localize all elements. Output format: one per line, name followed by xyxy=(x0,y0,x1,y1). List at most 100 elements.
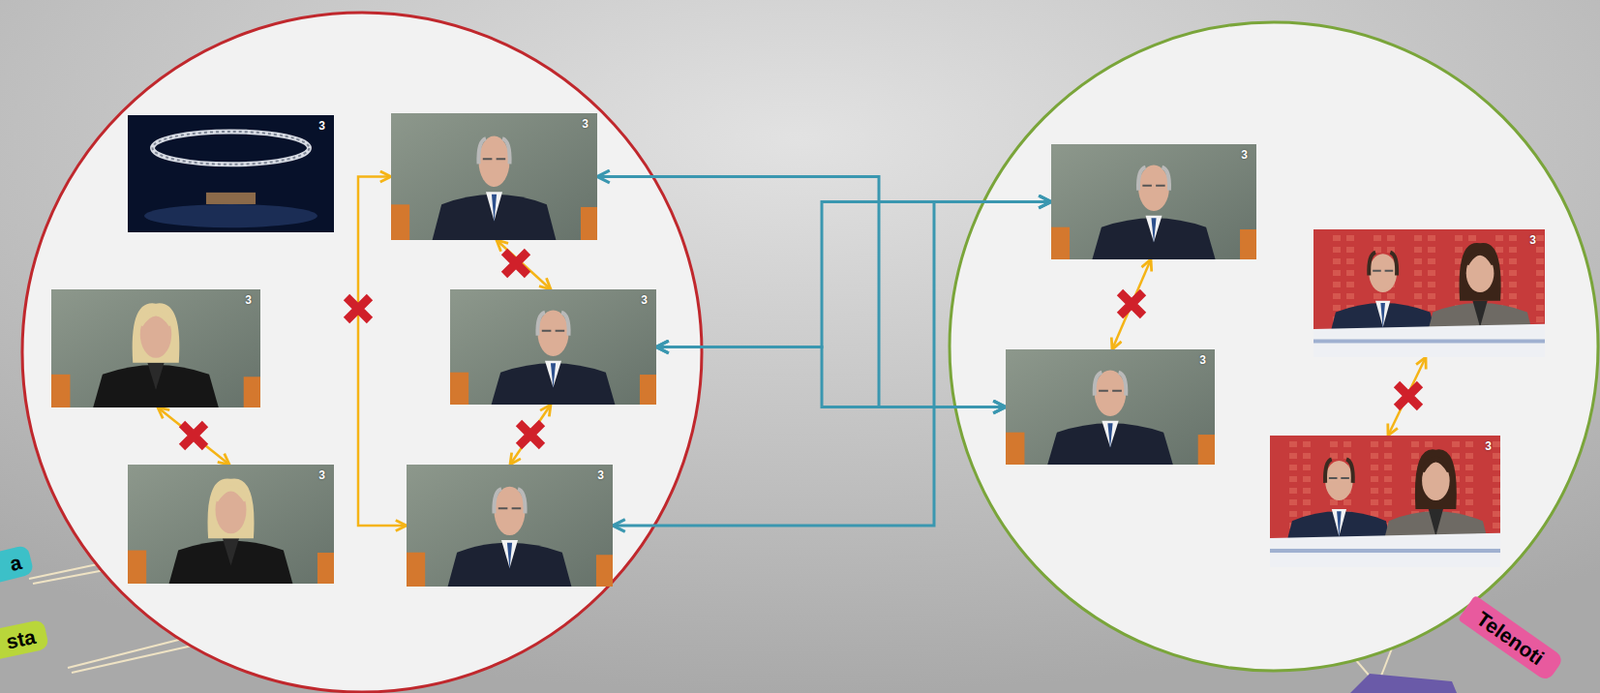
pattern-cell xyxy=(1536,281,1544,288)
frame-picture xyxy=(450,289,657,405)
chair xyxy=(1239,229,1257,260)
tie xyxy=(1150,217,1156,243)
pattern-cell xyxy=(1332,258,1341,265)
tag-label: Telenoti xyxy=(1457,595,1565,683)
pattern-cell xyxy=(1424,441,1433,448)
pattern-cell xyxy=(1302,452,1311,459)
pattern-cell xyxy=(1384,487,1392,494)
tie xyxy=(1380,302,1386,329)
picture xyxy=(1051,144,1257,260)
fringe xyxy=(140,312,172,325)
pattern-cell xyxy=(1465,487,1474,494)
pattern-cell xyxy=(1465,499,1474,506)
suit xyxy=(1091,217,1215,260)
glasses xyxy=(1142,184,1165,187)
pattern-cell xyxy=(1509,293,1517,300)
pattern-cell xyxy=(1536,293,1544,300)
face xyxy=(215,485,247,534)
scene-group-circle: Telenoti3333 xyxy=(947,20,1600,673)
pattern-cell xyxy=(1384,476,1392,483)
hair xyxy=(1118,372,1127,396)
video-frame: 3 xyxy=(450,289,657,405)
suit xyxy=(491,362,616,405)
shirt xyxy=(1472,301,1487,328)
purple-tag xyxy=(1350,673,1457,693)
pattern-cell xyxy=(1492,464,1501,471)
pattern-cell xyxy=(1427,270,1436,276)
frame-picture xyxy=(51,289,261,408)
pattern-cell xyxy=(1509,281,1517,288)
face xyxy=(140,310,172,359)
pattern-cell xyxy=(1302,476,1311,483)
pattern-cell xyxy=(1454,246,1463,253)
hair xyxy=(1138,167,1147,191)
pattern-cell xyxy=(1492,476,1501,483)
frame-picture xyxy=(1269,435,1501,568)
video-frame: 3 xyxy=(1005,349,1215,465)
picture xyxy=(1313,229,1545,358)
hair xyxy=(1368,252,1376,276)
pattern-cell xyxy=(1427,281,1436,288)
frame-picture xyxy=(127,115,334,233)
pattern-cell xyxy=(1329,499,1338,506)
video-frame: 3 xyxy=(127,115,334,233)
hair xyxy=(537,312,545,336)
hair xyxy=(1325,458,1332,483)
pattern-cell xyxy=(1465,452,1474,459)
frame-ground xyxy=(450,289,657,405)
channel-logo: 3 xyxy=(1199,354,1207,366)
pattern-cell xyxy=(1384,441,1392,448)
pattern-cell xyxy=(1346,270,1355,276)
picture xyxy=(1269,435,1501,568)
light-ring xyxy=(152,131,310,165)
pattern-cell xyxy=(1346,258,1355,265)
tie xyxy=(1336,511,1342,538)
pattern-cell xyxy=(1536,246,1544,253)
hair xyxy=(1346,458,1354,483)
channel-logo: 3 xyxy=(1484,440,1492,453)
suit xyxy=(448,543,573,587)
chair xyxy=(450,372,469,405)
pattern-cell xyxy=(1492,522,1501,529)
picture xyxy=(1005,349,1215,465)
frame-picture xyxy=(1051,144,1257,260)
pattern-cell xyxy=(1370,487,1379,494)
frame-picture xyxy=(391,113,598,241)
pattern-cell xyxy=(1536,270,1544,276)
hair xyxy=(561,312,570,336)
fringe xyxy=(1466,252,1495,265)
hair xyxy=(502,138,511,164)
pattern-cell xyxy=(1454,235,1463,242)
glasses xyxy=(498,507,521,510)
shirt xyxy=(1428,509,1444,537)
face xyxy=(1368,253,1397,293)
pattern-cell xyxy=(1332,246,1341,253)
pattern-cell xyxy=(1370,476,1379,483)
face xyxy=(1325,460,1354,501)
hair xyxy=(478,138,486,164)
picture xyxy=(51,289,261,408)
hair xyxy=(1459,242,1502,302)
pattern-cell xyxy=(1370,452,1379,459)
frame-ground xyxy=(51,289,261,408)
circle-shape xyxy=(22,12,702,693)
hair xyxy=(1415,449,1457,510)
chair xyxy=(317,552,334,584)
hair xyxy=(493,488,502,514)
pattern-cell xyxy=(1492,441,1501,448)
pattern-cell xyxy=(1495,246,1504,253)
frame-ground xyxy=(127,115,334,233)
face xyxy=(1094,369,1126,417)
hair xyxy=(1389,252,1397,276)
pattern-cell xyxy=(1346,246,1355,253)
news-desk xyxy=(1269,533,1501,568)
video-frame: 3 xyxy=(406,464,613,587)
pattern-cell xyxy=(1468,235,1477,242)
pattern-cell xyxy=(1289,487,1298,494)
tie xyxy=(507,543,513,571)
pattern-cell xyxy=(1492,499,1501,506)
tie xyxy=(491,194,497,223)
video-frame: 3 xyxy=(1313,229,1545,358)
tag-label: sta xyxy=(0,618,50,668)
pattern-cell xyxy=(1332,281,1341,288)
